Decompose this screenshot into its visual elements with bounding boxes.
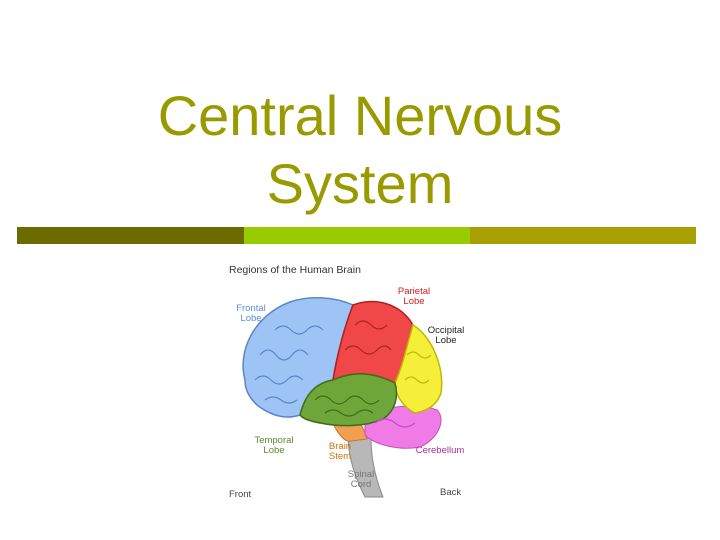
temporal-lobe-label-line1: Temporal — [254, 435, 294, 446]
brain-folds — [254, 320, 432, 428]
brain-regions-diagram: Regions of the Human Brain Frontal Lobe … — [215, 255, 485, 505]
title-rule-left — [17, 227, 244, 244]
spinal-cord-label-line2: Cord — [350, 479, 372, 490]
spinal-cord-region — [347, 437, 384, 498]
parietal-lobe-label: Parietal Lobe — [393, 287, 435, 307]
title-line-2: System — [266, 152, 454, 215]
occipital-lobe-label: Occipital Lobe — [423, 326, 469, 346]
title-rule-middle — [244, 227, 470, 244]
brain-stem-label: Brain Stem — [323, 442, 357, 462]
front-direction-label: Front — [229, 489, 252, 500]
brain-stem-label-line1: Brain — [328, 441, 352, 452]
title-line-1: Central Nervous — [157, 84, 563, 147]
spinal-cord-label-line1: Spinal — [347, 469, 375, 480]
occipital-lobe-region — [394, 323, 443, 414]
parietal-lobe-label-line2: Lobe — [403, 296, 425, 307]
occipital-lobe-label-line1: Occipital — [427, 325, 465, 336]
diagram-heading: Regions of the Human Brain — [229, 264, 361, 276]
title-rule-right — [470, 227, 696, 244]
back-direction-label: Back — [440, 487, 462, 498]
slide-title: Central Nervous System — [0, 82, 720, 218]
frontal-lobe-label: Frontal Lobe — [231, 304, 271, 324]
temporal-lobe-label-line2: Lobe — [263, 445, 285, 456]
parietal-lobe-label-line1: Parietal — [397, 286, 431, 297]
cerebellum-label: Cerebellum — [415, 445, 465, 456]
frontal-lobe-label-line1: Frontal — [236, 303, 266, 314]
brain-illustration — [242, 296, 443, 498]
brain-stem-label-line2: Stem — [328, 451, 352, 462]
temporal-lobe-label: Temporal Lobe — [251, 436, 297, 456]
occipital-lobe-label-line2: Lobe — [435, 335, 457, 346]
frontal-lobe-label-line2: Lobe — [240, 313, 262, 324]
spinal-cord-label: Spinal Cord — [343, 470, 379, 490]
